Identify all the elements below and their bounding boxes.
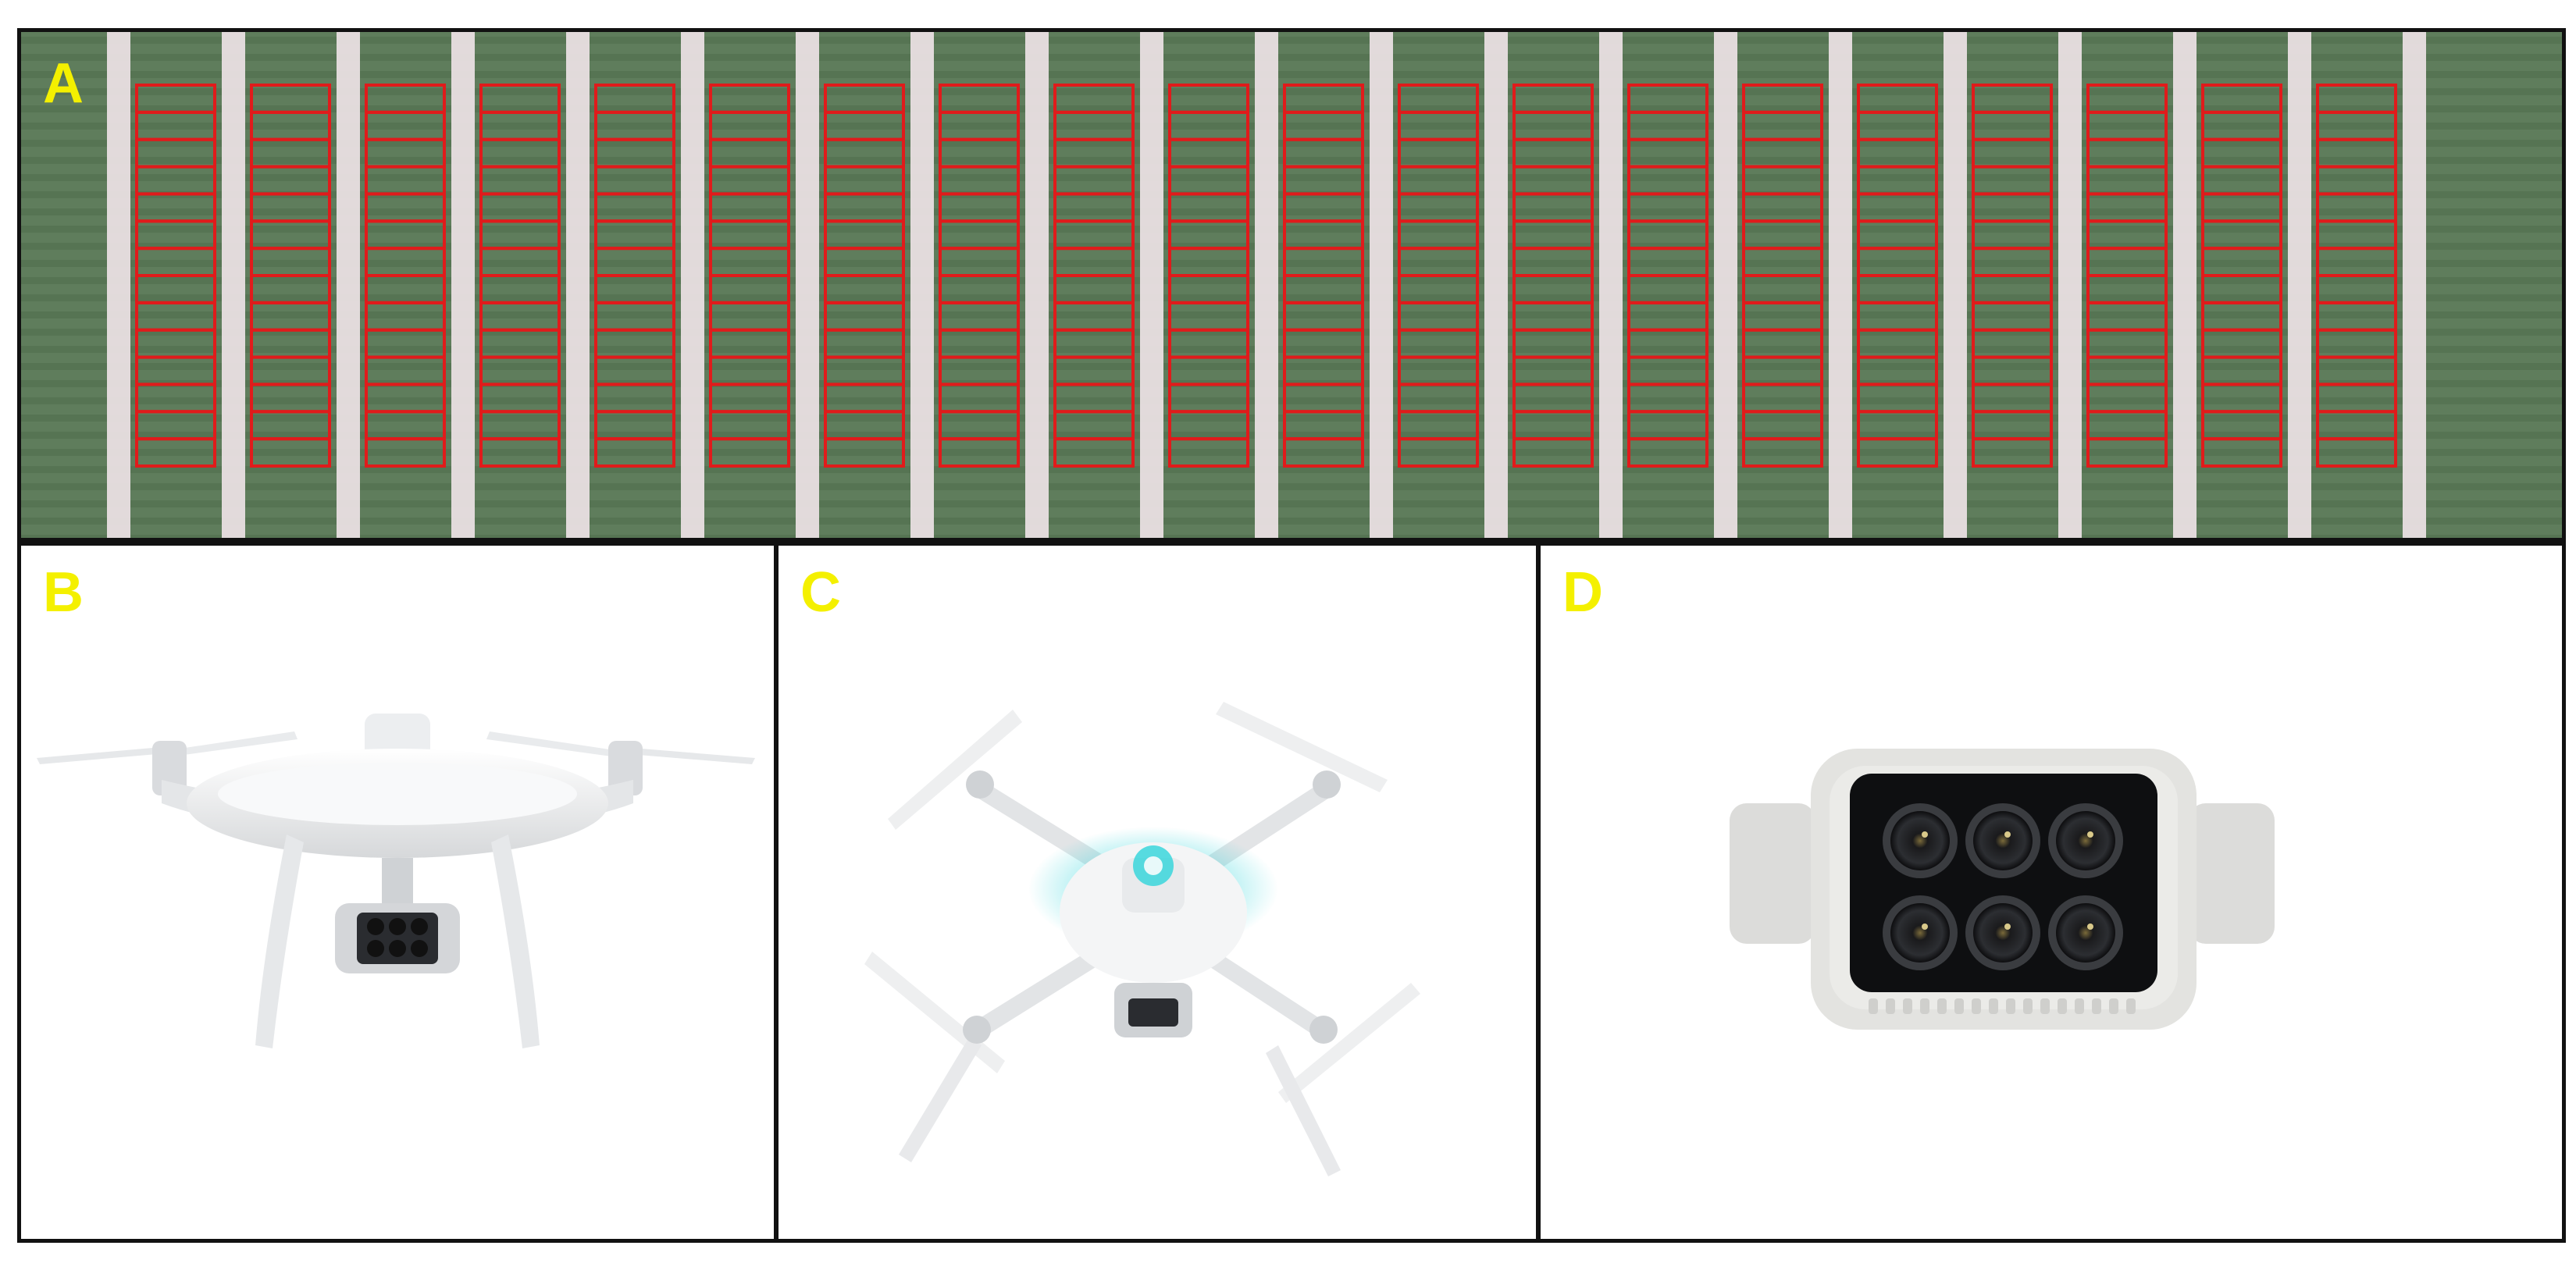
drone-top-view-image bbox=[864, 702, 1420, 1176]
plot-column bbox=[2316, 84, 2397, 468]
plot-column bbox=[1512, 84, 1594, 468]
plot-column bbox=[824, 84, 905, 468]
drone-side-view-image bbox=[37, 714, 755, 1048]
plot-outline bbox=[709, 437, 790, 468]
plot-column bbox=[1742, 84, 1823, 468]
panel-label-a: A bbox=[43, 52, 84, 115]
panel-a-aerial-field: A bbox=[17, 28, 2566, 542]
panel-c-drone-top: C bbox=[775, 542, 1540, 1243]
plot-outline bbox=[824, 437, 905, 468]
plot-outline bbox=[1972, 437, 2053, 468]
plot-column bbox=[1168, 84, 1249, 468]
plot-outline bbox=[1627, 437, 1708, 468]
multispectral-camera-image bbox=[1730, 749, 2275, 1030]
plot-column bbox=[1627, 84, 1708, 468]
plot-column bbox=[594, 84, 675, 468]
plot-column bbox=[1053, 84, 1135, 468]
plot-column bbox=[1398, 84, 1479, 468]
camera-lens bbox=[1883, 895, 1958, 970]
panel-label-d: D bbox=[1562, 561, 1603, 624]
plot-outline bbox=[2201, 437, 2282, 468]
plot-outline bbox=[250, 437, 331, 468]
plot-column bbox=[479, 84, 561, 468]
plot-column bbox=[2086, 84, 2168, 468]
plot-outline bbox=[1857, 437, 1938, 468]
plot-outline bbox=[594, 437, 675, 468]
plot-column bbox=[1857, 84, 1938, 468]
panel-b-drone-side: B bbox=[17, 542, 778, 1243]
plot-outline bbox=[2086, 437, 2168, 468]
plot-column bbox=[365, 84, 446, 468]
camera-lens bbox=[2048, 895, 2123, 970]
plot-outline bbox=[365, 437, 446, 468]
plot-outline bbox=[1512, 437, 1594, 468]
plot-outline bbox=[135, 437, 216, 468]
plot-outline bbox=[1742, 437, 1823, 468]
plot-column bbox=[1283, 84, 1364, 468]
panel-label-b: B bbox=[43, 561, 84, 624]
plot-outline bbox=[1053, 437, 1135, 468]
plot-column bbox=[250, 84, 331, 468]
plot-column bbox=[135, 84, 216, 468]
camera-lens bbox=[1965, 895, 2040, 970]
plot-column bbox=[939, 84, 1020, 468]
panel-d-multispectral-camera: D bbox=[1537, 542, 2566, 1243]
plot-outline bbox=[479, 437, 561, 468]
plot-column bbox=[709, 84, 790, 468]
camera-lens bbox=[2048, 803, 2123, 878]
plot-column bbox=[2201, 84, 2282, 468]
aerial-field-image bbox=[21, 32, 2562, 538]
plot-outline bbox=[1398, 437, 1479, 468]
plot-outline bbox=[1168, 437, 1249, 468]
camera-lens bbox=[1965, 803, 2040, 878]
plot-outline bbox=[939, 437, 1020, 468]
camera-lens bbox=[1883, 803, 1958, 878]
plot-outline bbox=[1283, 437, 1364, 468]
plot-column bbox=[1972, 84, 2053, 468]
panel-label-c: C bbox=[800, 561, 841, 624]
plot-outline bbox=[2316, 437, 2397, 468]
